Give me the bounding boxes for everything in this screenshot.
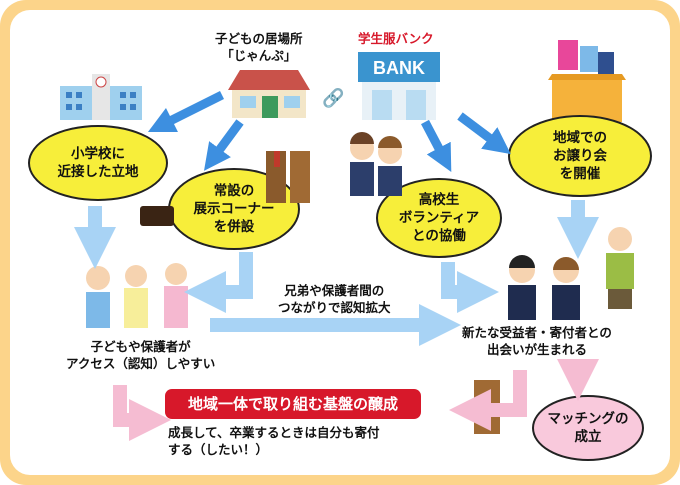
bank-building-icon xyxy=(358,52,440,120)
bubble-local-event: 地域での お譲り会 を開催 xyxy=(508,115,652,197)
jyanpu-label: 子どもの居場所 「じゃんぷ」 xyxy=(215,31,303,63)
arrow-display-to-access xyxy=(184,252,253,313)
arrow-house-to-display xyxy=(203,119,244,171)
new-encounters-text: 新たな受益者・寄付者との 出会いが生まれる xyxy=(462,325,612,357)
arrow-volunteer-to-new xyxy=(441,262,499,313)
access-text: 子どもや保護者が アクセス（認知）しやすい xyxy=(66,339,216,371)
bank-sign: BANK xyxy=(373,58,425,78)
arrow-house-to-school xyxy=(147,90,225,133)
bubble-school-location: 小学校に 近接した立地 xyxy=(28,125,168,201)
school-building-icon xyxy=(60,72,142,120)
arrow-access-to-foundation xyxy=(113,385,171,441)
network-text: 兄弟や保護者間の つながりで認知拡大 xyxy=(278,283,391,315)
school-uniform-icon xyxy=(262,145,314,207)
graduate-donate-text: 成長して、卒業するときは自分も寄付 する（したい！） xyxy=(168,425,380,457)
students-cheering-icon xyxy=(340,128,410,198)
house-icon xyxy=(228,68,310,118)
link-chain-icon: 🔗 xyxy=(322,88,345,109)
arrow-bank-to-event xyxy=(457,112,511,155)
bubble-volunteer: 高校生 ボランティア との協働 xyxy=(376,178,502,258)
arrow-new-to-foundation xyxy=(449,370,527,431)
bank-label: 学生服バンク xyxy=(358,31,434,46)
foundation-banner: 地域一体で取り組む基盤の醸成 xyxy=(165,389,421,419)
students-new-people-icon xyxy=(496,250,596,320)
family-people-icon xyxy=(78,262,203,332)
elderly-man-icon xyxy=(600,225,640,310)
school-bag-icon xyxy=(140,200,174,226)
arrow-bank-to-volunteer xyxy=(421,119,452,172)
clothes-donation-box-icon xyxy=(548,40,626,122)
